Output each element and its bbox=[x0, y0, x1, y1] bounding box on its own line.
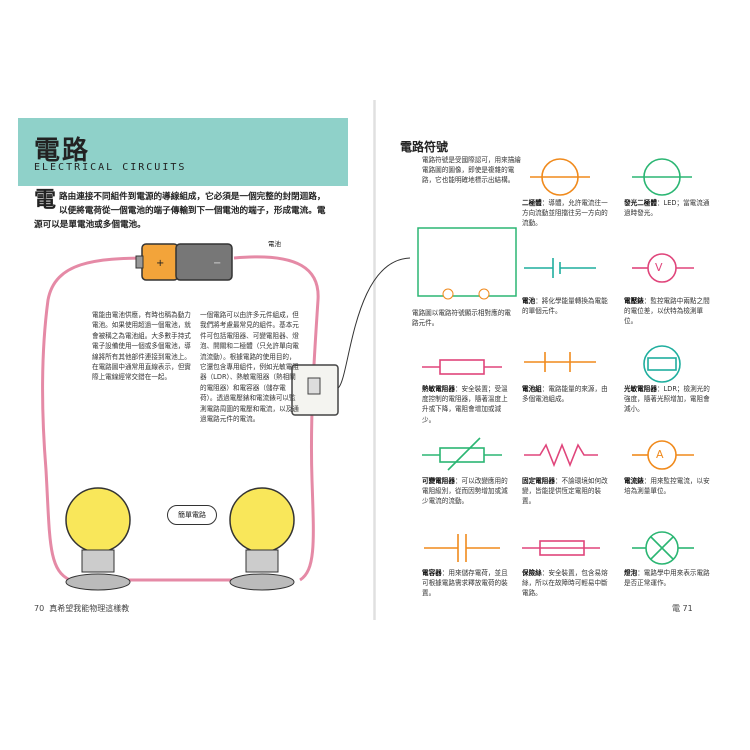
caption-thermistor: 熱敏電阻器：安全裝置；受溫度控制的電阻器，隨著溫度上升或下降，電阻會增加或減少。 bbox=[422, 384, 514, 425]
caption-cell: 電池：將化學能量轉換為電能的單個元件。 bbox=[522, 296, 614, 316]
caption-capacitor: 電容器：用來儲存電荷，並且可根據電路需求釋放電荷的裝置。 bbox=[422, 568, 514, 599]
circuit-caption: 電路圖以電路符號顯示相對應的電路元件。 bbox=[412, 309, 511, 328]
cell-symbol bbox=[524, 258, 596, 278]
caption-variable-resistor: 可變電阻器：可以改變應用的電阻級別，從而因勢增加或減少電流的流動。 bbox=[422, 476, 514, 507]
caption-battery-pack: 電池組：電路能量的來源，由多個電池組成。 bbox=[522, 384, 614, 404]
diagram-bulb-1 bbox=[442, 288, 454, 300]
symbol-desc: ：電路學中用來表示電路是否正常運作。 bbox=[624, 569, 710, 588]
page-number-left: 70 真希望我能物理這樣教 bbox=[34, 603, 129, 614]
text-column-right: 一個電路可以由許多元件組成，但我們將考慮最常見的組件。基本元件可包括電阻器、可變… bbox=[200, 311, 299, 424]
voltmeter-glyph: V bbox=[655, 261, 663, 274]
battery-negative bbox=[175, 243, 233, 281]
caption-fixed-resistor: 固定電阻器：不論環境如何改變，皆能提供恆定電阻的裝置。 bbox=[522, 476, 614, 507]
caption-ldr: 光敏電阻器：LDR；檢測光的強度，隨著光照增加，電阻會減小。 bbox=[624, 384, 716, 415]
symbol-name: 電容器 bbox=[422, 569, 442, 577]
bulb-left bbox=[65, 487, 131, 591]
symbol-name: 保險絲 bbox=[522, 569, 542, 577]
right-page-label: 電 bbox=[672, 604, 680, 613]
drop-cap: 電 bbox=[34, 188, 57, 213]
capacitor-symbol bbox=[424, 534, 500, 562]
symbol-name: 電壓錶 bbox=[624, 297, 644, 305]
symbol-desc: ：可以改變應用的電阻級別，從而因勢增加或減少電流的流動。 bbox=[422, 477, 508, 506]
wire-left bbox=[41, 256, 151, 582]
symbol-name: 可變電阻器 bbox=[422, 477, 455, 485]
caption-fuse: 保險絲：安全裝置，包含易熔絲，所以在故障時可輕易中斷電路。 bbox=[522, 568, 614, 599]
symbols-title: 電路符號 bbox=[400, 140, 449, 154]
symbol-desc: ：LDR；檢測光的強度，隨著光照增加，電阻會減小。 bbox=[624, 385, 710, 414]
symbol-desc: ：LED；當電流通過時發光。 bbox=[624, 199, 710, 218]
battery-pack-symbol bbox=[524, 352, 596, 372]
ldr-symbol bbox=[643, 345, 681, 383]
page-title: 電路 bbox=[34, 136, 91, 166]
footer-title: 真希望我能物理這樣教 bbox=[49, 604, 130, 613]
diode-symbol bbox=[530, 158, 590, 196]
title-banner bbox=[18, 118, 348, 186]
text-column-left: 電能由電池供應，有時也稱為動力電池。如果使用超過一個電池，就會被稱之為電池組。大… bbox=[92, 311, 191, 382]
fixed-resistor-symbol bbox=[524, 442, 598, 468]
symbol-name: 發光二極體 bbox=[624, 199, 657, 207]
simple-circuit-label: 簡單電路 bbox=[167, 505, 217, 525]
caption-diode: 二極體：導體，允許電流往一方向流動並阻擋往另一方向的流動。 bbox=[522, 198, 614, 229]
caption-lamp: 燈泡：電路學中用來表示電路是否正常運作。 bbox=[624, 568, 716, 588]
symbol-desc: ：將化學能量轉換為電能的單個元件。 bbox=[522, 297, 608, 316]
diagram-bulb-2 bbox=[478, 288, 490, 300]
symbol-name: 電池 bbox=[522, 297, 536, 305]
battery-terminal bbox=[135, 255, 144, 269]
svg-text:−: − bbox=[213, 258, 221, 269]
caption-led: 發光二極體：LED；當電流通過時發光。 bbox=[624, 198, 716, 218]
symbol-name: 熱敏電阻器 bbox=[422, 385, 455, 393]
symbol-desc: ：安全裝置；受溫度控制的電阻器，隨著溫度上升或下降，電阻會增加或減少。 bbox=[422, 385, 508, 424]
page-number-right: 電 71 bbox=[672, 603, 693, 614]
left-page-number: 70 bbox=[34, 604, 45, 613]
pointer-line bbox=[337, 257, 411, 389]
ammeter-glyph: A bbox=[656, 448, 664, 461]
bulb-right bbox=[229, 487, 295, 591]
led-symbol bbox=[632, 158, 692, 196]
symbol-name: 二極體 bbox=[522, 199, 542, 207]
symbol-name: 燈泡 bbox=[624, 569, 638, 577]
symbol-name: 固定電阻器 bbox=[522, 477, 555, 485]
symbol-desc: ：用來監控電流，以安培為測量單位。 bbox=[624, 477, 710, 496]
circuit-diagram bbox=[417, 227, 517, 297]
symbol-name: 電池組 bbox=[522, 385, 542, 393]
page-subtitle: ELECTRICAL CIRCUITS bbox=[34, 162, 187, 173]
variable-resistor-symbol bbox=[422, 437, 502, 471]
svg-text:+: + bbox=[156, 258, 164, 269]
symbol-desc: ：用來儲存電荷，並且可根據電路需求釋放電荷的裝置。 bbox=[422, 569, 508, 598]
caption-voltmeter: 電壓錶：監控電路中兩點之間的電位差，以伏特為檢測單位。 bbox=[624, 296, 716, 327]
switch-toggle bbox=[307, 377, 321, 395]
caption-ammeter: 電流錶：用來監控電流，以安培為測量單位。 bbox=[624, 476, 716, 496]
voltmeter-symbol bbox=[632, 253, 694, 283]
thermistor-symbol bbox=[422, 359, 502, 375]
intro-paragraph: 電路由連接不同組件到電源的導線組成，它必須是一個完整的封閉迴路，以便將電荷從一個… bbox=[34, 190, 334, 232]
ammeter-symbol bbox=[632, 440, 694, 470]
symbol-desc: ：不論環境如何改變，皆能提供恆定電阻的裝置。 bbox=[522, 477, 608, 506]
symbol-desc: ：監控電路中兩點之間的電位差，以伏特為檢測單位。 bbox=[624, 297, 710, 326]
lamp-symbol bbox=[632, 531, 694, 565]
right-page-number: 71 bbox=[682, 604, 693, 613]
fuse-symbol bbox=[522, 540, 600, 556]
symbols-intro: 電路符號是受國際認可，用來描繪電路圖的圖像，即使是複雜的電路，它也能明確地標示出… bbox=[422, 156, 521, 184]
symbol-desc: ：導體，允許電流往一方向流動並阻擋往另一方向的流動。 bbox=[522, 199, 608, 228]
page-gutter bbox=[373, 100, 376, 620]
symbol-name: 電流錶 bbox=[624, 477, 644, 485]
intro-text: 路由連接不同組件到電源的導線組成，它必須是一個完整的封閉迴路，以便將電荷從一個電… bbox=[34, 192, 326, 230]
symbol-desc: ：安全裝置，包含易熔絲，所以在故障時可輕易中斷電路。 bbox=[522, 569, 608, 598]
symbol-desc: ：電路能量的來源，由多個電池組成。 bbox=[522, 385, 608, 404]
symbol-name: 光敏電阻器 bbox=[624, 385, 657, 393]
battery-label: 電池 bbox=[268, 240, 281, 248]
